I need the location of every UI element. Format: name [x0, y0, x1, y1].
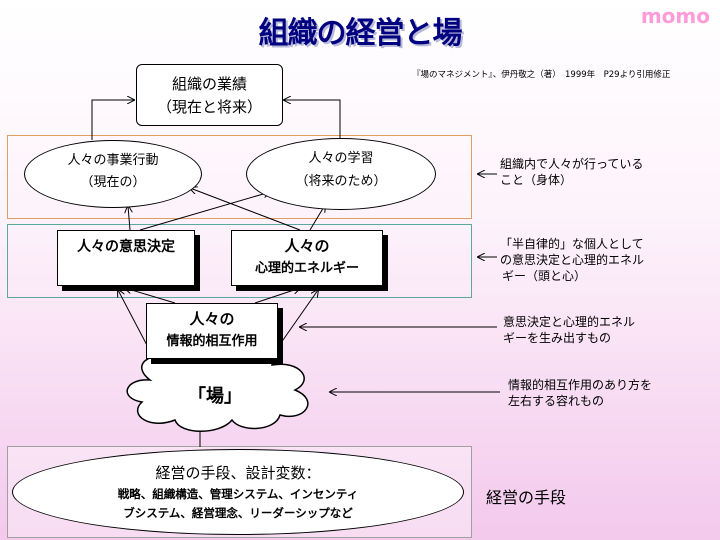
arrow-interaction-decision — [125, 288, 176, 304]
note-decisions-line1: 「半自律的」な個人として — [500, 237, 644, 251]
learning-sublabel: （将来のため） — [295, 174, 387, 189]
decision-box: 人々の意思決定 — [57, 230, 195, 286]
note-ba-line1: 情報的相互作用のあり方を — [508, 378, 653, 392]
note-ba: 情報的相互作用のあり方を 左右する容れもの — [508, 377, 652, 409]
note-actions-line1: 組織内で人々が行っている — [500, 157, 644, 171]
management-detail-1: 戦略、組織構造、管理システム、インセンティ — [117, 487, 359, 501]
brand-logo: momo — [640, 4, 710, 28]
note-actions-line2: こと（身体） — [500, 173, 573, 187]
citation: 『場のマネジメント』、伊丹敬之（著） 1999年 P29より引用修正 — [412, 70, 671, 80]
note-decisions-line2: の意思決定と心理的エネル — [500, 253, 645, 267]
arrow-decision-learning — [139, 192, 270, 231]
learning-ellipse: 人々の学習 （将来のため） — [246, 138, 436, 210]
performance-box: 組織の業績 （現在と将来） — [136, 64, 283, 126]
note-actions: 組織内で人々が行っている こと（身体） — [500, 156, 643, 188]
frame-decisions — [7, 224, 472, 298]
note-interaction: 意思決定と心理的エネル ギーを生み出すもの — [503, 314, 635, 346]
decision-label: 人々の意思決定 — [77, 239, 175, 255]
frame-actions — [7, 135, 472, 219]
action-label: 人々の事業行動 — [67, 153, 159, 168]
energy-box: 人々の 心理的エネルギー — [231, 230, 383, 286]
performance-label: 組織の業績 — [171, 75, 247, 93]
page-title: 組織の経営と場 — [258, 16, 463, 51]
arrow-energy-action — [190, 188, 301, 231]
note-ba-line2: 左右する容れもの — [508, 394, 605, 408]
arrow-learning-performance — [284, 100, 341, 140]
note-interaction-line1: 意思決定と心理的エネル — [503, 315, 636, 329]
note-management: 経営の手段 — [486, 488, 567, 507]
interaction-box: 人々の 情報的相互作用 — [146, 303, 278, 359]
note-decisions-line3: ギー（頭と心） — [502, 269, 587, 283]
energy-label: 人々の — [284, 237, 330, 255]
management-label: 経営の手段、設計変数： — [155, 464, 321, 482]
action-ellipse: 人々の事業行動 （現在の） — [24, 140, 202, 208]
learning-label: 人々の学習 — [308, 151, 374, 166]
action-sublabel: （現在の） — [80, 175, 146, 190]
interaction-sublabel: 情報的相互作用 — [166, 334, 258, 349]
note-decisions: 「半自律的」な個人として の意思決定と心理的エネル ギー（頭と心） — [500, 236, 644, 284]
energy-sublabel: 心理的エネルギー — [254, 261, 359, 276]
interaction-label: 人々の — [189, 310, 235, 328]
note-interaction-line2: ギーを生み出すもの — [503, 331, 612, 345]
performance-sublabel: （現在と将来） — [156, 98, 262, 116]
management-detail-2: ブシステム、経営理念、リーダーシップなど — [123, 506, 353, 520]
ba-label: 「場」 — [188, 386, 242, 407]
arrow-interaction-energy — [254, 288, 300, 304]
arrow-action-performance — [91, 100, 134, 140]
management-ellipse: 経営の手段、設計変数： 戦略、組織構造、管理システム、インセンティ ブシステム、… — [12, 449, 464, 535]
arrow-decision-action — [128, 206, 130, 231]
